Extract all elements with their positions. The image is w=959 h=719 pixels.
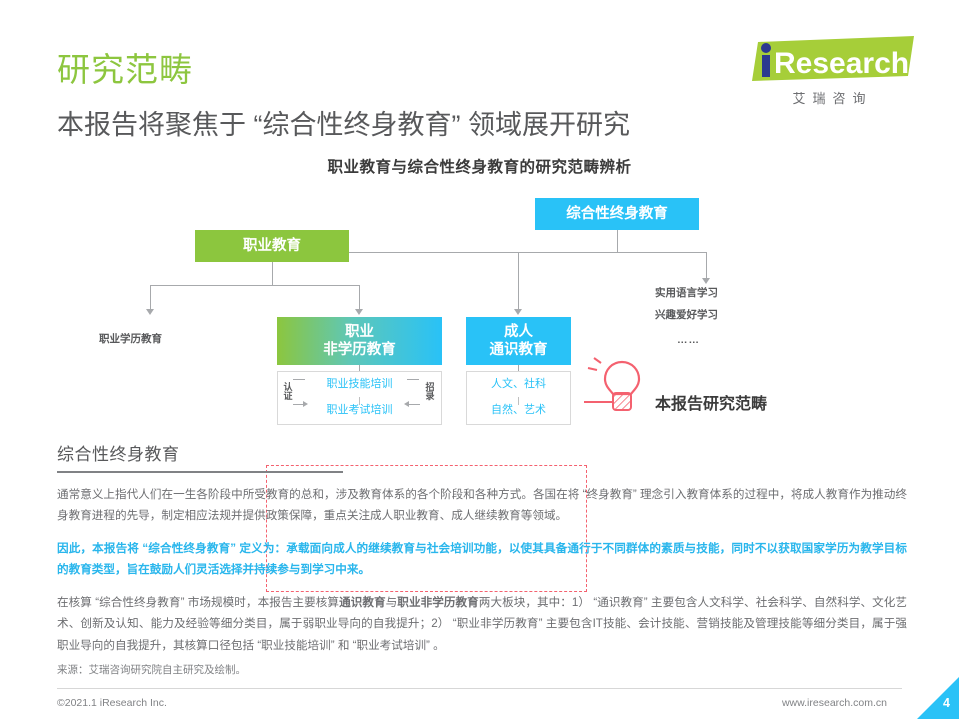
bracket-cert-bottom	[293, 404, 304, 405]
iresearch-logo: Research 艾瑞咨询	[744, 36, 914, 108]
arrow-recruit-icon	[404, 401, 409, 407]
connector-to-voc-nondegree	[359, 285, 360, 311]
arrow-to-leaves-icon	[702, 278, 710, 284]
node-vocational-education: 职业教育	[195, 230, 349, 262]
paragraph-market-scope-term2: 职业非学历教育	[397, 595, 479, 609]
bracket-cert-top	[293, 379, 305, 380]
paragraph-market-scope-a: 在核算 “综合性终身教育” 市场规模时，本报告主要核算	[57, 595, 340, 609]
connector-to-adult-general	[518, 252, 519, 311]
leaf-voc-degree: 职业学历教育	[99, 333, 162, 345]
connector-vocational-stem	[272, 262, 273, 285]
page-badge-triangle-icon	[907, 671, 959, 719]
section-rule	[57, 471, 343, 473]
connector-adult-to-sub	[518, 365, 519, 371]
section-heading: 综合性终身教育	[57, 445, 180, 464]
bracket-recruit-bottom	[409, 404, 420, 405]
connector-to-leaves	[706, 252, 707, 280]
diagram-area: 职业教育与综合性终身教育的研究范畴辨析 综合性终身教育 职业教育 职业学历教育 …	[0, 155, 959, 592]
leaf-hobby-learning: 兴趣爱好学习	[655, 309, 718, 321]
paragraph-market-scope-c: 与	[385, 595, 398, 609]
connector-vocnon-to-sub	[359, 365, 360, 371]
page-number-badge: 4	[899, 655, 959, 719]
node-adult-general-line1: 成人	[504, 323, 533, 340]
arrow-to-voc-degree-icon	[146, 309, 154, 315]
sub-voc-skill-training: 职业技能培训	[326, 378, 393, 390]
sub-adult-nature-art: 自然、艺术	[491, 404, 546, 416]
footer-website: www.iresearch.com.cn	[781, 697, 887, 709]
source-note: 来源：艾瑞咨询研究院自主研究及绘制。	[57, 664, 246, 676]
page-number: 4	[943, 696, 950, 710]
footer-copyright: ©2021.1 iResearch Inc.	[57, 697, 167, 709]
subbox-adult-subjects: 人文、社科 自然、艺术	[466, 371, 571, 425]
study-scope-region	[266, 465, 587, 592]
node-vocational-nondegree-line2: 非学历教育	[323, 342, 396, 358]
connector-lifelong-stem	[617, 230, 618, 252]
arrow-to-voc-nondegree-icon	[355, 309, 363, 315]
node-adult-general-education: 成人 通识教育	[466, 317, 571, 365]
connector-lifelong-bus	[272, 252, 706, 253]
arrow-cert-icon	[303, 401, 308, 407]
paragraph-market-scope-d: 两大板块，其中：1） “通识教育” 主要包含人文科学、社会科学、自然科学、文化艺…	[57, 595, 907, 652]
page-subtitle: 本报告将聚焦于 “综合性终身教育” 领域展开研究	[57, 110, 630, 140]
bracket-recruit-top	[407, 379, 419, 380]
label-recruitment: 招录	[425, 382, 435, 402]
paragraph-market-scope-term1: 通识教育	[339, 595, 386, 609]
sub-voc-exam-training: 职业考试培训	[326, 404, 393, 416]
leaf-ellipsis: ……	[677, 334, 700, 346]
subbox-adult-divider	[518, 397, 519, 405]
footer-divider	[57, 688, 902, 689]
callout-study-scope: 本报告研究范畴	[655, 396, 768, 413]
paragraph-definition: 通常意义上指代人们在一生各阶段中所受教育的总和，涉及教育体系的各个阶段和各种方式…	[57, 488, 907, 523]
logo-mark-icon: Research	[744, 36, 914, 84]
subbox-vocational-trainings: 职业技能培训 职业考试培训	[277, 371, 442, 425]
paragraph-market-scope: 在核算 “综合性终身教育” 市场规模时，本报告主要核算通识教育与职业非学历教育两…	[57, 592, 907, 656]
connector-to-voc-degree	[150, 285, 151, 311]
connector-vocational-bus	[150, 285, 360, 286]
node-vocational-nondegree-line1: 职业	[345, 323, 374, 340]
node-lifelong-education: 综合性终身教育	[535, 198, 699, 230]
svg-text:Research: Research	[774, 47, 909, 80]
page-title: 研究范畴	[57, 51, 193, 88]
logo-cn-label: 艾瑞咨询	[792, 91, 873, 106]
arrow-to-adult-general-icon	[514, 309, 522, 315]
lightbulb-icon	[584, 357, 641, 411]
leaf-practical-language: 实用语言学习	[655, 287, 718, 299]
label-certification: 认证	[283, 382, 293, 402]
sub-adult-humanities: 人文、社科	[491, 378, 546, 390]
subbox-voc-divider	[359, 397, 360, 405]
node-vocational-nondegree: 职业 非学历教育	[277, 317, 442, 365]
node-adult-general-line2: 通识教育	[489, 342, 548, 358]
paragraph-report-definition: 因此，本报告将 “综合性终身教育” 定义为：承载面向成人的继续教育与社会培训功能…	[57, 541, 907, 577]
body-text-area: 综合性终身教育 通常意义上指代人们在一生各阶段中所受教育的总和，涉及教育体系的各…	[57, 440, 907, 656]
diagram-title: 职业教育与综合性终身教育的研究范畴辨析	[327, 159, 632, 176]
